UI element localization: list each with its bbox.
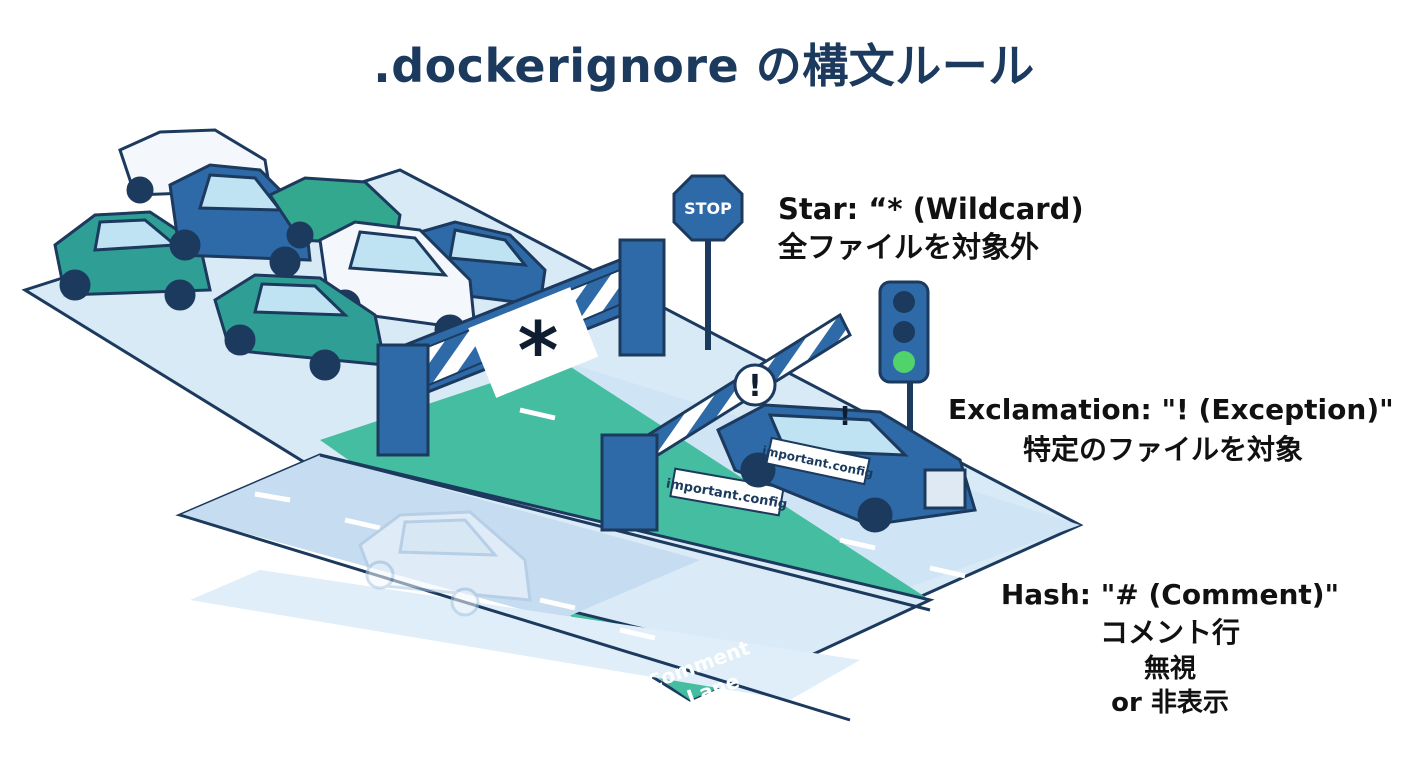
comment-rule-line4: or 非表示 (1111, 688, 1229, 718)
parked-cars (53, 128, 547, 381)
wildcard-rule-line1: Star: “* (Wildcard) (778, 192, 1084, 226)
lane-dashes (254, 407, 966, 641)
comment-rule-label: Hash: "# (Comment)" コメント行 無視 or 非表示 (1000, 576, 1340, 720)
exception-rule-label: Exclamation: "! (Exception)" 特定のファイルを対象 (948, 390, 1394, 470)
exception-car: important.config ! (716, 402, 977, 533)
exclamation-symbol: ! (748, 369, 762, 404)
car-exclamation-symbol: ! (839, 402, 851, 432)
comment-rule-line2: コメント行 (1099, 616, 1240, 649)
comment-rule-line3: 無視 (1143, 654, 1196, 684)
page-title: .dockerignore の構文ルール (373, 39, 1035, 93)
green-light-icon (893, 351, 915, 373)
comment-rule-line1: Hash: "# (Comment)" (1000, 578, 1340, 611)
ghost-car (358, 510, 532, 617)
wildcard-rule-line2: 全ファイルを対象外 (778, 230, 1040, 264)
wildcard-gate: * (376, 238, 666, 457)
exception-rule-line2: 特定のファイルを対象 (1022, 433, 1303, 466)
car-teal-front (213, 273, 387, 381)
exception-rule-line1: Exclamation: "! (Exception)" (948, 393, 1394, 426)
asterisk-symbol: * (518, 307, 559, 397)
car-teal-left (53, 210, 212, 311)
stop-sign: STOP (672, 174, 744, 350)
wildcard-rule-label: Star: “* (Wildcard) 全ファイルを対象外 (778, 190, 1084, 266)
stop-sign-text: STOP (684, 199, 732, 218)
traffic-light (878, 280, 930, 430)
